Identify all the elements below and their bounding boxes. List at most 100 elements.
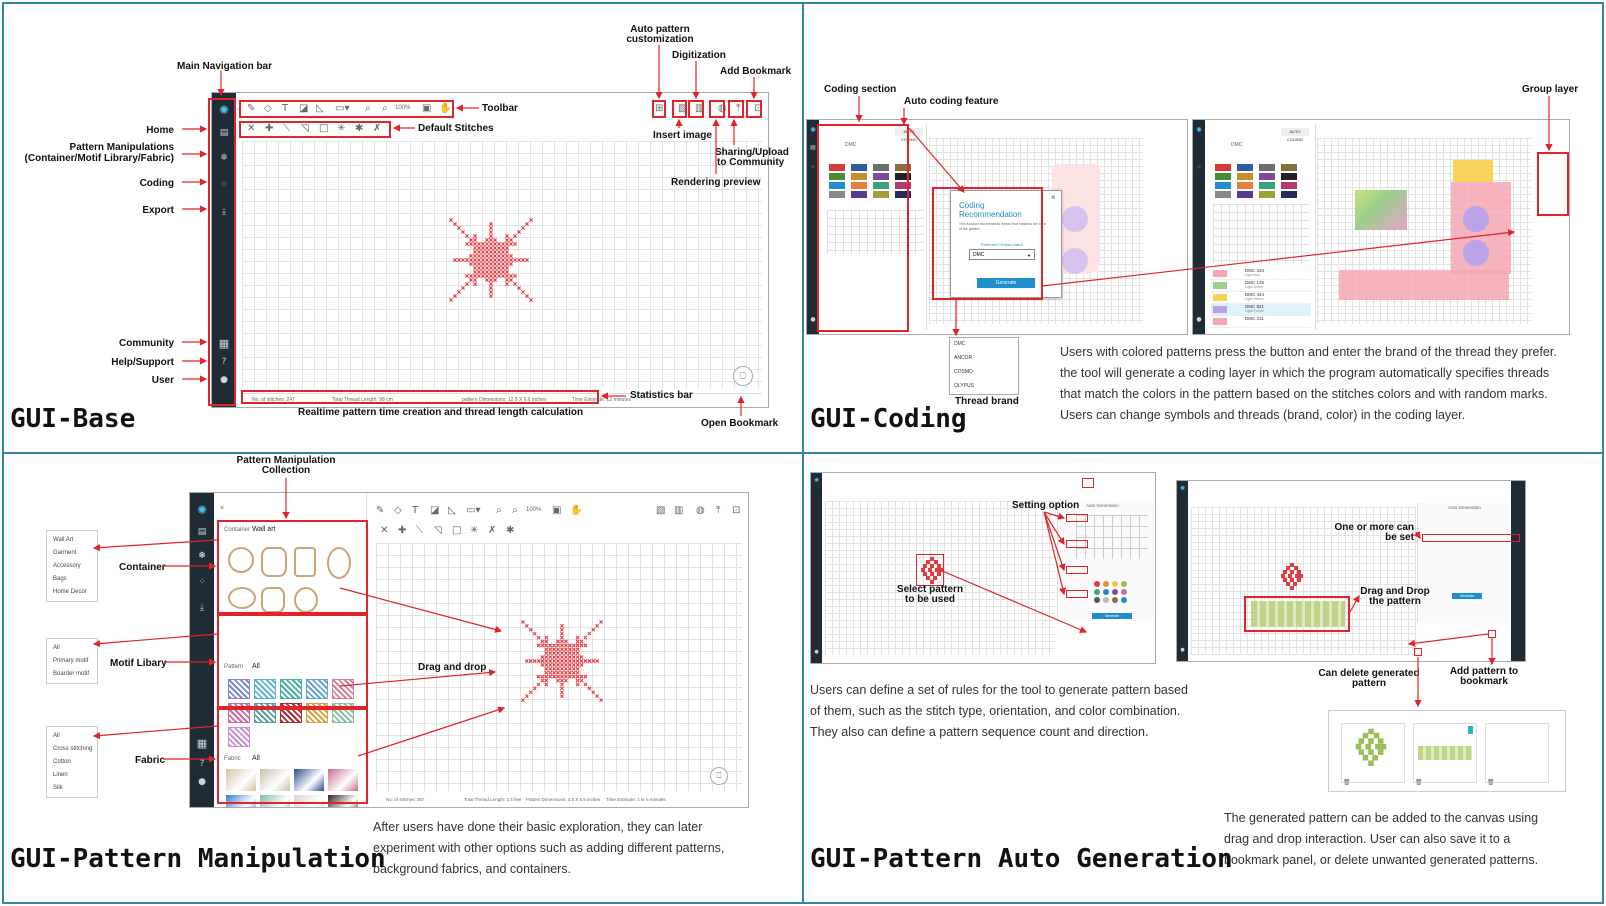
list-item[interactable]: Primary motif [53, 658, 89, 664]
pattern-tab[interactable]: Pattern [224, 664, 244, 670]
thread-swatch[interactable] [895, 182, 911, 189]
palette-color[interactable] [1112, 581, 1118, 587]
text-icon[interactable]: T [412, 505, 419, 516]
palette-color[interactable] [1112, 589, 1118, 595]
logo-icon[interactable]: ✺ [813, 477, 820, 484]
autogen-canvas-right[interactable] [1191, 507, 1417, 655]
fabric-item[interactable] [328, 795, 358, 807]
grid-icon[interactable]: ▣ [422, 103, 432, 114]
home-icon[interactable]: ▤ [219, 128, 229, 138]
eraser-icon[interactable]: ◪ [430, 505, 440, 516]
palette-color[interactable] [1121, 597, 1127, 603]
list-item[interactable]: All [53, 733, 60, 739]
motif-category-list[interactable]: All Primary motif Boarder motif [46, 638, 98, 684]
list-item[interactable]: All [53, 645, 60, 651]
dialog-brand-select[interactable]: DMC ▼ [969, 249, 1035, 260]
logo-icon[interactable]: ✺ [196, 503, 208, 517]
home-icon[interactable]: ▤ [810, 144, 816, 151]
half-stitch-icon[interactable]: ◹ [301, 123, 309, 134]
square-stitch-icon[interactable]: □ [452, 525, 462, 536]
list-item[interactable]: Garment [53, 550, 77, 556]
help-icon[interactable]: ? [221, 357, 227, 367]
double-cross-icon[interactable]: ✱ [506, 525, 515, 536]
fabric-item[interactable] [260, 795, 290, 807]
coding-icon[interactable]: ⁘ [810, 164, 816, 171]
container-selected[interactable]: Wall art [252, 526, 276, 533]
motif-item[interactable] [280, 679, 302, 699]
digitization-icon[interactable]: ▥ [674, 505, 684, 516]
eraser-icon[interactable]: ◪ [299, 103, 309, 114]
grid-icon[interactable]: ▣ [552, 505, 562, 516]
container-item[interactable] [327, 547, 351, 579]
cross-stitch-icon[interactable]: ✕ [380, 525, 389, 536]
thread-swatch[interactable] [1259, 164, 1275, 171]
community-icon[interactable]: ▦ [196, 737, 208, 750]
generate-button[interactable]: Generate [1092, 613, 1132, 619]
user-icon[interactable]: ● [814, 649, 819, 655]
thread-swatch[interactable] [1281, 164, 1297, 171]
add-bookmark-icon[interactable]: ⊡ [754, 103, 763, 114]
delete-icon[interactable]: 🗑 [1415, 780, 1423, 786]
community-icon[interactable]: ▦ [218, 337, 230, 350]
ruler-icon[interactable]: ◺ [448, 505, 456, 516]
thread-swatch[interactable] [1259, 182, 1275, 189]
thread-swatch[interactable] [873, 191, 889, 198]
share-upload-icon[interactable]: ⤒ [736, 103, 741, 114]
plus-stitch-icon[interactable]: ✚ [398, 525, 407, 536]
thread-swatch[interactable] [895, 173, 911, 180]
fabric-category-list[interactable]: All Cross stitching Cotton Linen Silk [46, 726, 98, 798]
container-item[interactable] [294, 547, 316, 577]
insert-image-icon[interactable]: ▧ [678, 103, 688, 114]
zoom-level[interactable]: 100% [395, 105, 411, 111]
star-stitch-icon[interactable]: ✳ [337, 123, 346, 134]
pattern-manipulation-icon[interactable]: ❄ [198, 551, 206, 561]
insert-image-icon[interactable]: ▧ [656, 505, 666, 516]
motif-item[interactable] [306, 679, 328, 699]
thread-swatch[interactable] [1215, 164, 1231, 171]
brand-option[interactable]: DMC [954, 341, 966, 347]
thread-swatch[interactable] [1281, 191, 1297, 198]
zoom-in-icon[interactable]: ⌕ [382, 103, 388, 114]
diagonal-stitch-icon[interactable]: ⟍ [416, 525, 423, 536]
list-item[interactable]: Accessory [53, 563, 81, 569]
add-bookmark-icon[interactable]: ⊡ [732, 505, 741, 516]
bookmark-card[interactable] [1485, 723, 1549, 783]
generate-button[interactable]: Generate [1452, 593, 1482, 599]
thread-swatch[interactable] [829, 182, 845, 189]
thread-swatch[interactable] [895, 164, 911, 171]
list-item[interactable]: Cross stitching [53, 746, 93, 752]
pattern-manipulation-icon[interactable]: ❄ [220, 153, 228, 163]
open-bookmark-button[interactable]: ⎕ [710, 767, 728, 785]
panel-close-icon[interactable]: × [220, 505, 225, 512]
bookmark-icon[interactable] [1468, 726, 1473, 734]
thread-swatch[interactable] [1259, 173, 1275, 180]
palette-color[interactable] [1103, 589, 1109, 595]
auto-coding-button[interactable]: AUTO CODING [1281, 128, 1309, 142]
generated-pattern-strip[interactable] [1251, 601, 1345, 627]
pencil-icon[interactable]: ✎ [376, 505, 385, 516]
text-icon[interactable]: T [282, 103, 289, 114]
coding-icon[interactable]: ⁘ [220, 180, 228, 190]
user-icon[interactable]: ● [198, 777, 206, 787]
plus-stitch-icon[interactable]: ✚ [265, 123, 274, 134]
list-item[interactable]: Cotton [53, 759, 71, 765]
dialog-close-icon[interactable]: × [1051, 193, 1056, 202]
ruler-icon[interactable]: ◺ [316, 103, 324, 114]
user-icon[interactable]: ● [220, 375, 228, 385]
motif-item[interactable] [254, 679, 276, 699]
brand-field[interactable]: DMC [1231, 142, 1243, 148]
fabric-item[interactable] [226, 795, 256, 807]
palette-color[interactable] [1121, 581, 1127, 587]
thread-swatch[interactable] [829, 191, 845, 198]
diagonal-stitch-icon[interactable]: ⟍ [283, 123, 290, 134]
brand-field[interactable]: DMC [845, 142, 857, 148]
container-item[interactable] [228, 587, 256, 609]
palette-color[interactable] [1103, 597, 1109, 603]
cross-stitch-icon[interactable]: ✕ [247, 123, 256, 134]
coding-icon[interactable]: ⁘ [1196, 164, 1202, 171]
pencil-icon[interactable]: ✎ [247, 103, 256, 114]
palette-color[interactable] [1121, 589, 1127, 595]
tag-icon[interactable]: ◇ [394, 505, 402, 516]
